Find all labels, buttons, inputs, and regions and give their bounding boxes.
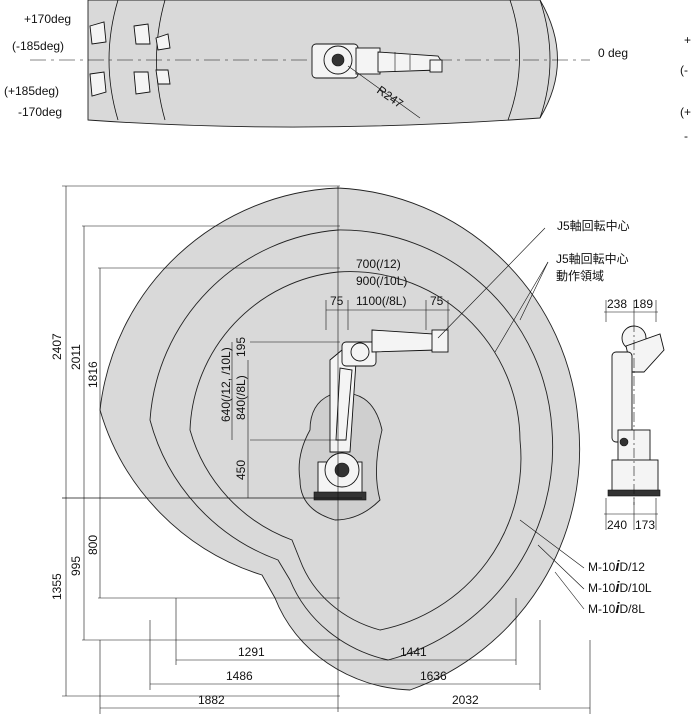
offset-right-label: 75 <box>430 294 444 308</box>
reach-label-8l: 1100(/8L) <box>356 294 406 308</box>
top-view-angle-plus170: +170deg <box>24 12 71 26</box>
dim-total-height: 2407 <box>50 333 64 360</box>
dim-lower-reach: 1355 <box>50 573 64 600</box>
dim-left-small: 1291 <box>238 645 265 659</box>
svg-text:+: + <box>684 33 691 47</box>
top-view-angle-plus185: (+185deg) <box>4 84 59 98</box>
front-dim-top-left: 238 <box>607 297 627 311</box>
top-view: R247 +170deg (-185deg) (+185deg) -170deg… <box>4 0 691 143</box>
front-view: 238 189 240 173 <box>604 297 665 532</box>
side-view-robot <box>313 329 449 501</box>
dim-lower-reach-mid: 995 <box>69 556 83 576</box>
dim-left-mid: 1486 <box>226 669 253 683</box>
reach-label-10l: 900(/10L) <box>356 274 407 288</box>
dim-arm-length-8l: 840(/8L) <box>234 375 248 420</box>
front-dim-top-right: 189 <box>633 297 653 311</box>
top-view-arc-3 <box>507 0 520 121</box>
callout-j5-center: J5軸回転中心 <box>557 218 630 233</box>
front-view-robot <box>607 322 665 505</box>
offset-left-label: 75 <box>330 294 344 308</box>
reach-label-12: 700(/12) <box>356 257 401 271</box>
top-view-right-cut-labels: + (- (+ - <box>680 33 691 143</box>
top-view-radius-leader <box>347 65 421 119</box>
dim-right-large: 2032 <box>452 693 479 707</box>
top-view-brackets <box>89 21 171 97</box>
model-label-10l: M-10iD/10L <box>588 579 652 596</box>
dim-right-small: 1441 <box>400 645 427 659</box>
dim-base-height: 450 <box>234 460 248 480</box>
model-label-12: M-10iD/12 <box>588 558 645 575</box>
top-view-arc-4 <box>539 0 551 119</box>
dim-right-mid: 1636 <box>420 669 447 683</box>
dim-upper-reach-small: 1816 <box>86 361 100 388</box>
dim-lower-reach-small: 800 <box>86 535 100 555</box>
dim-arm-length: 640(/12, /10L) <box>219 347 233 422</box>
svg-text:M-10iD/12: M-10iD/12 <box>588 558 645 575</box>
callout-j5-region-2: 動作領域 <box>556 268 604 283</box>
side-view: 2407 2011 1816 1355 995 800 640(/12, /10… <box>50 185 652 714</box>
top-view-robot <box>311 43 443 79</box>
svg-text:M-10iD/8L: M-10iD/8L <box>588 600 645 617</box>
top-view-angle-minus170: -170deg <box>18 105 62 119</box>
svg-text:(-: (- <box>680 63 688 77</box>
dim-upper-reach: 2011 <box>69 344 83 370</box>
front-dim-bottom-left: 240 <box>607 518 627 532</box>
top-view-angle-zero: 0 deg <box>598 46 628 60</box>
svg-text:-: - <box>684 129 688 143</box>
top-view-angle-minus185: (-185deg) <box>12 39 64 53</box>
model-label-8l: M-10iD/8L <box>588 600 645 617</box>
svg-text:(+: (+ <box>680 105 691 119</box>
callout-j5-region-1: J5軸回転中心 <box>556 251 629 266</box>
svg-text:M-10iD/10L: M-10iD/10L <box>588 579 652 596</box>
front-dim-bottom-right: 173 <box>635 518 655 532</box>
dim-wrist-offset: 195 <box>234 337 248 357</box>
dim-left-large: 1882 <box>198 693 225 707</box>
